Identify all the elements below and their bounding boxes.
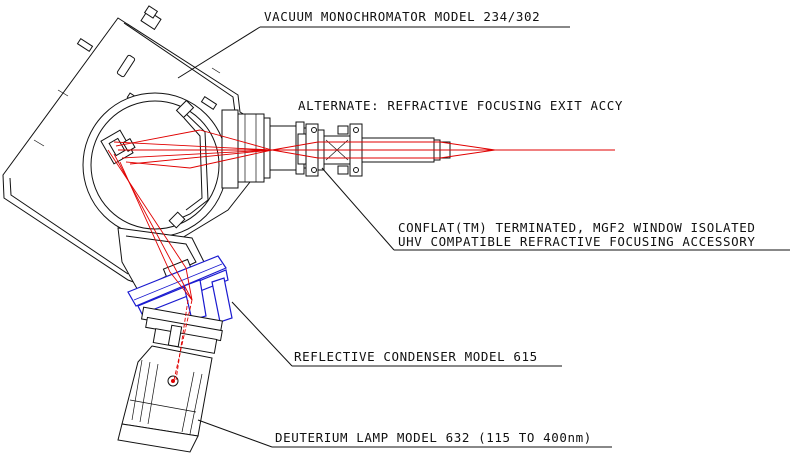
optical-beam <box>107 129 615 381</box>
exit-accessory-label: ALTERNATE: REFRACTIVE FOCUSING EXIT ACCY <box>298 98 623 113</box>
leader-lines <box>177 26 790 448</box>
monochromator-label: VACUUM MONOCHROMATOR MODEL 234/302 <box>264 9 540 24</box>
lamp-label: DEUTERIUM LAMP MODEL 632 (115 TO 400nm) <box>275 430 592 445</box>
conflat-label-line1: CONFLAT(TM) TERMINATED, MGF2 WINDOW ISOL… <box>398 220 756 235</box>
condenser-label: REFLECTIVE CONDENSER MODEL 615 <box>294 349 538 364</box>
deuterium-lamp <box>117 306 224 453</box>
conflat-label-line2: UHV COMPATIBLE REFRACTIVE FOCUSING ACCES… <box>398 234 756 249</box>
